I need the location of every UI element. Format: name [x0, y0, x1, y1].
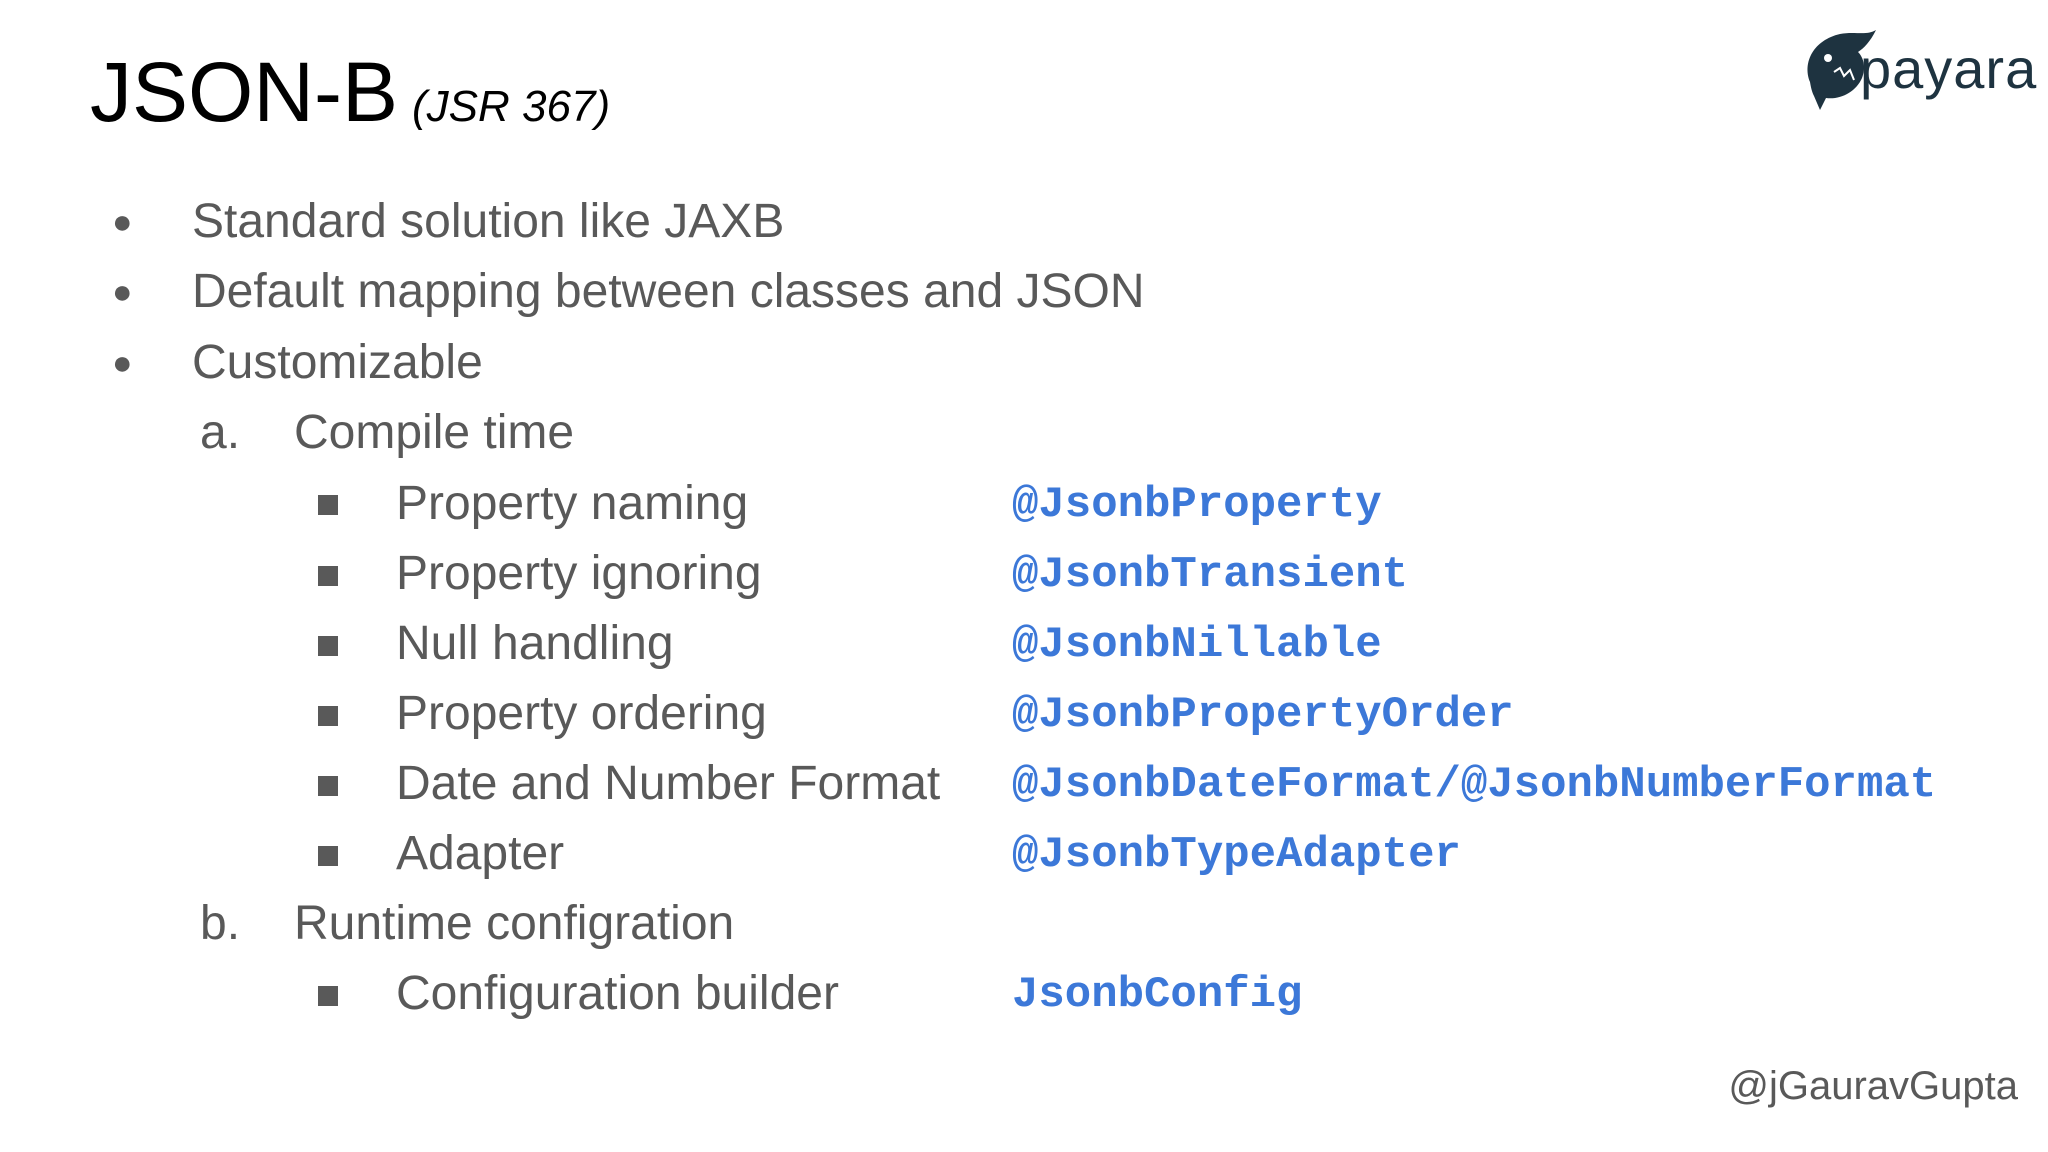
square-bullet — [318, 706, 338, 726]
square-bullet — [318, 776, 338, 796]
list-marker-a: a. — [200, 406, 241, 459]
logo-wordmark: payara — [1860, 37, 2038, 100]
author-handle: @jGauravGupta — [1728, 1064, 2018, 1108]
runtime-heading: Runtime configration — [294, 897, 735, 950]
square-bullet — [318, 495, 338, 515]
square-bullet — [318, 846, 338, 866]
annotation-code: @JsonbProperty — [1012, 480, 1382, 530]
config-class-code: JsonbConfig — [1012, 970, 1303, 1020]
square-bullet — [318, 566, 338, 586]
bullet-dot: ● — [112, 344, 133, 382]
bullet-item: Standard solution like JAXB — [192, 195, 785, 248]
feature-label: Configuration builder — [396, 967, 839, 1020]
square-bullet — [318, 636, 338, 656]
bullet-dot: ● — [112, 273, 133, 311]
annotation-code: @JsonbTransient — [1012, 550, 1409, 600]
annotation-code: @JsonbPropertyOrder — [1012, 690, 1514, 740]
annotation-code: @JsonbNillable — [1012, 620, 1382, 670]
payara-logo: payara — [1800, 14, 2040, 114]
feature-label: Null handling — [396, 617, 674, 670]
compile-time-heading: Compile time — [294, 406, 575, 459]
feature-label: Property ordering — [396, 687, 767, 740]
feature-label: Property naming — [396, 477, 749, 530]
feature-label: Property ignoring — [396, 547, 762, 600]
list-marker-b: b. — [200, 897, 241, 950]
bullet-item: Customizable — [192, 336, 483, 389]
bullet-dot: ● — [112, 203, 133, 241]
title-main: JSON-B — [90, 45, 399, 139]
title-subtitle: (JSR 367) — [412, 82, 611, 131]
annotation-code: @JsonbTypeAdapter — [1012, 830, 1461, 880]
annotation-code: @JsonbDateFormat/@JsonbNumberFormat — [1012, 760, 1937, 810]
feature-label: Adapter — [396, 827, 565, 880]
bullet-item: Default mapping between classes and JSON — [192, 265, 1145, 318]
slide-title: JSON-B (JSR 367) — [90, 44, 610, 141]
square-bullet — [318, 986, 338, 1006]
payara-fish-icon — [1807, 30, 1876, 110]
feature-label: Date and Number Format — [396, 757, 941, 810]
